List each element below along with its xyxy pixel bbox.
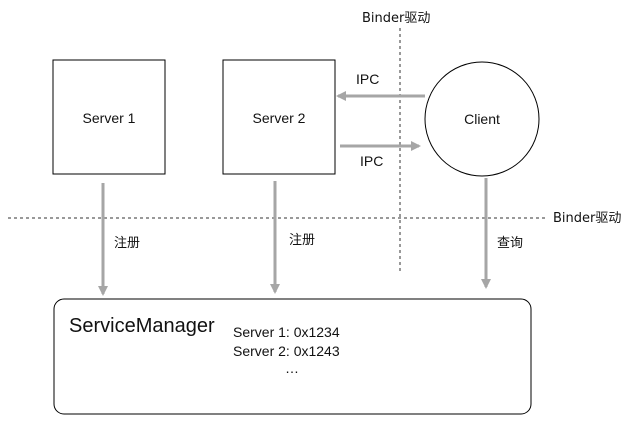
server2-box bbox=[222, 59, 336, 175]
server1-label: Server 1 bbox=[83, 110, 136, 126]
server1-register-label: 注册 bbox=[114, 236, 140, 251]
ipc-label-outgoing: IPC bbox=[360, 153, 383, 169]
service-entry-more: … bbox=[285, 360, 299, 376]
ipc-label-incoming: IPC bbox=[356, 71, 379, 87]
client-label: Client bbox=[464, 111, 500, 127]
binder-driver-label-right: Binder驱动 bbox=[553, 211, 621, 226]
server2-register-label: 注册 bbox=[289, 233, 315, 248]
server2-node: Server 2 bbox=[222, 59, 336, 175]
client-node: Client bbox=[424, 61, 540, 177]
server2-label: Server 2 bbox=[253, 110, 306, 126]
client-query-label: 查询 bbox=[497, 236, 523, 251]
service-entry-server2: Server 2: 0x1243 bbox=[233, 343, 340, 359]
server1-box bbox=[52, 59, 166, 175]
binder-driver-label-top: Binder驱动 bbox=[362, 11, 430, 26]
service-entry-server1: Server 1: 0x1234 bbox=[233, 324, 340, 340]
client-circle bbox=[424, 61, 540, 177]
server1-node: Server 1 bbox=[52, 59, 166, 175]
service-manager-box bbox=[53, 298, 532, 415]
service-manager-node: ServiceManager Server 1: 0x1234 Server 2… bbox=[53, 298, 532, 415]
service-manager-title: ServiceManager bbox=[69, 315, 215, 337]
